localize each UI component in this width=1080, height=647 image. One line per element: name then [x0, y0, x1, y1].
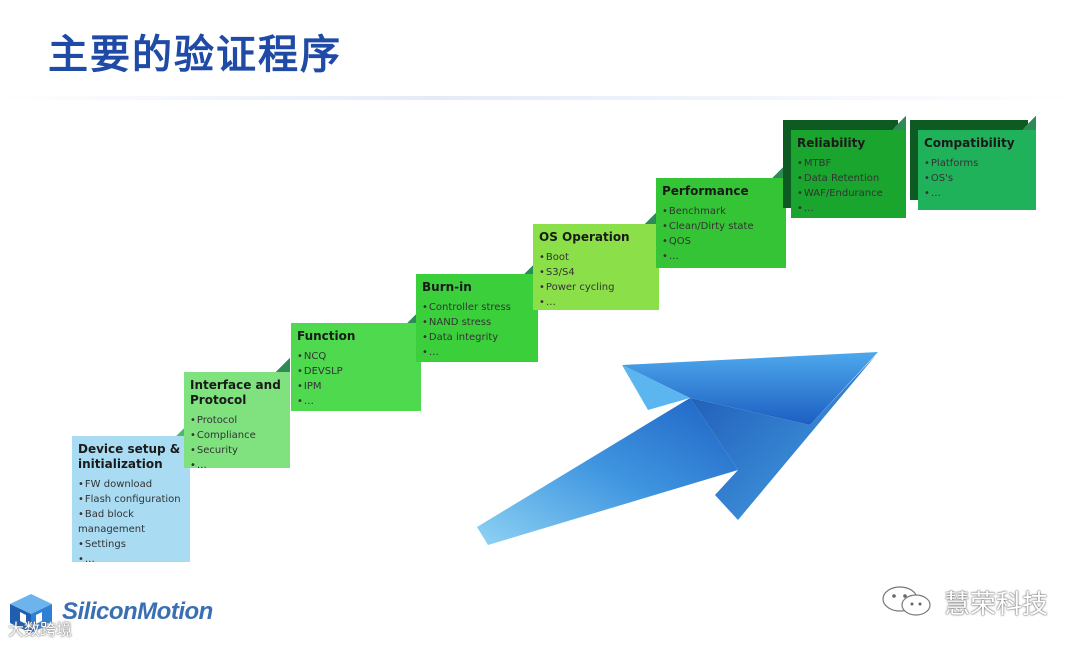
watermark-right: 慧荣科技 — [878, 582, 1058, 618]
step-item: … — [539, 295, 653, 310]
step-title: Compatibility — [924, 136, 1030, 151]
step-item-list: ProtocolComplianceSecurity… — [190, 413, 284, 473]
step-item: … — [924, 186, 1030, 201]
step-title: Device setup & initialization — [78, 442, 184, 472]
step-tab-icon — [892, 116, 906, 130]
step-box: OS OperationBootS3/S4Power cycling… — [533, 224, 659, 310]
step-item: Protocol — [190, 413, 284, 428]
step-item: QOS — [662, 234, 780, 249]
step-item-list: BootS3/S4Power cycling… — [539, 250, 653, 310]
watermark-left: 大数跨境 — [8, 616, 72, 640]
step-item: Boot — [539, 250, 653, 265]
step-item: NAND stress — [422, 315, 532, 330]
step-box: Device setup & initialization FW download… — [72, 436, 190, 562]
step-item: Flash configuration — [78, 492, 184, 507]
step-item-list: PlatformsOS's… — [924, 156, 1030, 201]
step-item: Platforms — [924, 156, 1030, 171]
step-title: Function — [297, 329, 415, 344]
step-item: Power cycling — [539, 280, 653, 295]
step-item: DEVSLP — [297, 364, 415, 379]
step-item: … — [297, 394, 415, 409]
step-box: CompatibilityPlatformsOS's… — [918, 130, 1036, 210]
step-item: FW download — [78, 477, 184, 492]
watermark-right-text: 慧荣科技 — [944, 584, 1048, 621]
step-title: Burn-in — [422, 280, 532, 295]
step-item: Data Retention — [797, 171, 900, 186]
step-tab-icon — [276, 358, 290, 372]
step-item: … — [662, 249, 780, 264]
step-item: … — [797, 201, 900, 216]
step-item: NCQ — [297, 349, 415, 364]
step-item: Bad block management — [78, 507, 184, 537]
step-box: FunctionNCQDEVSLPIPM… — [291, 323, 421, 411]
step-item: Benchmark — [662, 204, 780, 219]
step-title: OS Operation — [539, 230, 653, 245]
step-item: Compliance — [190, 428, 284, 443]
step-item: … — [422, 345, 532, 360]
step-item: … — [190, 458, 284, 473]
step-item: Security — [190, 443, 284, 458]
step-item: Settings — [78, 537, 184, 552]
step-item-list: FW downloadFlash configurationBad block … — [78, 477, 184, 567]
step-title: Performance — [662, 184, 780, 199]
step-item: OS's — [924, 171, 1030, 186]
step-item-list: MTBFData RetentionWAF/Endurance… — [797, 156, 900, 216]
step-item: Controller stress — [422, 300, 532, 315]
step-item: Data integrity — [422, 330, 532, 345]
step-title: Interface and Protocol — [190, 378, 284, 408]
brand-name: SiliconMotion — [62, 598, 213, 626]
step-item-list: Controller stressNAND stressData integri… — [422, 300, 532, 360]
step-item: WAF/Endurance — [797, 186, 900, 201]
step-item-list: BenchmarkClean/Dirty stateQOS… — [662, 204, 780, 264]
step-item: … — [78, 552, 184, 567]
step-item: Clean/Dirty state — [662, 219, 780, 234]
step-box: Interface and ProtocolProtocolCompliance… — [184, 372, 290, 468]
step-item-list: NCQDEVSLPIPM… — [297, 349, 415, 409]
step-box: Burn-inController stressNAND stressData … — [416, 274, 538, 362]
step-item: MTBF — [797, 156, 900, 171]
step-box: PerformanceBenchmarkClean/Dirty stateQOS… — [656, 178, 786, 268]
wechat-icon — [878, 584, 936, 618]
step-item: IPM — [297, 379, 415, 394]
step-title: Reliability — [797, 136, 900, 151]
step-tab-icon — [1022, 116, 1036, 130]
step-box: ReliabilityMTBFData RetentionWAF/Enduran… — [791, 130, 906, 218]
step-item: S3/S4 — [539, 265, 653, 280]
